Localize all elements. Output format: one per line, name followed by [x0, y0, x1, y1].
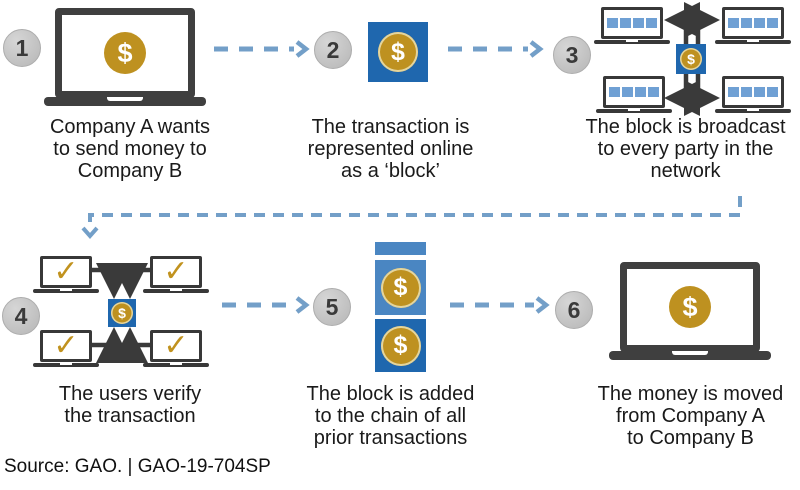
- laptop-icon: $: [609, 262, 771, 360]
- network-laptop-icon: [596, 76, 672, 113]
- data-squares: [609, 87, 659, 97]
- verify-laptop-icon: ✓: [143, 328, 209, 367]
- block-icon: $: [676, 44, 706, 74]
- checkmark-icon: ✓: [53, 328, 79, 363]
- dollar-coin-icon: $: [378, 32, 418, 72]
- checkmark-icon: ✓: [53, 254, 79, 289]
- network-laptop-icon: [594, 7, 670, 44]
- step-5-number: 5: [313, 288, 351, 326]
- step-1-caption: Company A wants to send money to Company…: [49, 116, 211, 182]
- chain-link-bar: [375, 242, 426, 255]
- arrow-step4-to-step5: [222, 296, 310, 314]
- laptop-base: [609, 351, 771, 360]
- step-6-number: 6: [555, 291, 593, 329]
- checkmark-icon: ✓: [163, 328, 189, 363]
- arrow-step5-to-step6: [450, 296, 550, 314]
- verify-laptop-icon: ✓: [33, 328, 99, 367]
- blockchain-stack-icon: $ $: [375, 242, 426, 372]
- arrow-step1-to-step2: [214, 40, 310, 58]
- network-laptop-icon: [715, 7, 791, 44]
- step-3-caption: The block is broadcast to every party in…: [585, 116, 786, 182]
- block-icon: $: [108, 299, 136, 327]
- dollar-coin-icon: $: [380, 325, 421, 366]
- data-squares: [728, 87, 778, 97]
- arrow-step3-to-step4: [81, 196, 742, 240]
- step-3-number: 3: [553, 36, 591, 74]
- laptop-icon: $: [44, 8, 206, 106]
- block-icon: $: [368, 22, 428, 82]
- step-2-caption: The transaction is represented online as…: [307, 116, 474, 182]
- data-squares: [607, 18, 657, 28]
- dollar-coin-icon: $: [680, 48, 702, 70]
- arrow-step2-to-step3: [448, 40, 544, 58]
- verify-laptop-icon: ✓: [33, 254, 99, 293]
- source-attribution: Source: GAO. | GAO-19-704SP: [4, 456, 271, 477]
- verify-laptop-icon: ✓: [143, 254, 209, 293]
- dollar-coin-icon: $: [104, 32, 146, 74]
- dollar-coin-icon: $: [380, 267, 421, 308]
- laptop-screen: $: [55, 8, 195, 98]
- checkmark-icon: ✓: [163, 254, 189, 289]
- laptop-base: [44, 97, 206, 106]
- step-5-caption: The block is added to the chain of all p…: [306, 383, 475, 449]
- step-4-caption: The users verify the transaction: [58, 383, 202, 427]
- step-6-caption: The money is moved from Company A to Com…: [597, 383, 784, 449]
- step-2-number: 2: [314, 31, 352, 69]
- dollar-coin-icon: $: [669, 286, 711, 328]
- step-4-number: 4: [2, 297, 40, 335]
- data-squares: [728, 18, 778, 28]
- block-icon: $: [375, 319, 426, 372]
- network-laptop-icon: [715, 76, 791, 113]
- step-1-number: 1: [3, 29, 41, 67]
- block-icon: $: [375, 260, 426, 315]
- laptop-screen: $: [620, 262, 760, 352]
- dollar-coin-icon: $: [111, 302, 133, 324]
